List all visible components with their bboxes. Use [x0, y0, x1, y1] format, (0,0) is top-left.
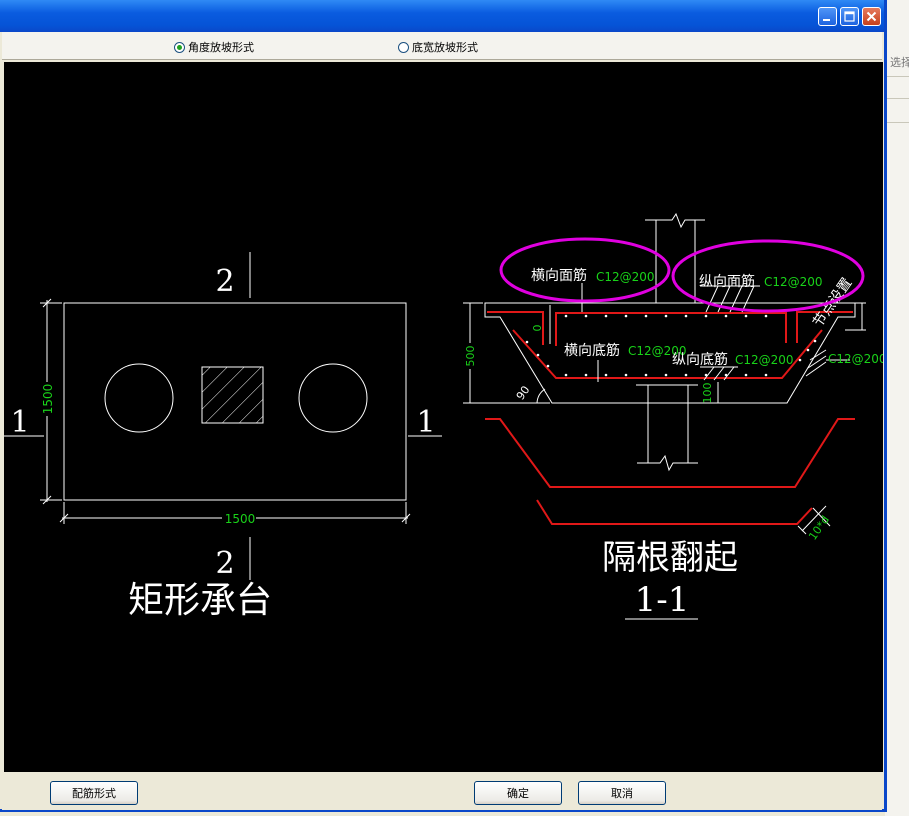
maximize-icon — [844, 11, 855, 22]
dialog-window: 角度放坡形式 底宽放坡形式 2 — [0, 0, 887, 812]
dim-100-text: 100 — [701, 383, 714, 404]
title-bar[interactable] — [0, 0, 884, 32]
close-button[interactable] — [862, 7, 881, 26]
dimension-thickness: 500 — [463, 302, 550, 404]
dimension-100: 100 — [701, 382, 719, 404]
angle-slope-radio[interactable]: 角度放坡形式 — [174, 39, 254, 55]
cap-section-outline — [484, 302, 856, 404]
ok-button[interactable]: 确定 — [474, 781, 562, 805]
background-window-text: 选择 — [890, 56, 909, 69]
section-mark-top: 2 — [215, 264, 234, 299]
dimension-height: 1500 — [40, 298, 62, 505]
leader-bottom-longitudinal — [700, 366, 738, 381]
section-mark-bottom: 2 — [215, 546, 234, 581]
bottom-rebar — [512, 329, 823, 379]
rebar-dots — [525, 314, 817, 377]
bottom-width-slope-radio[interactable]: 底宽放坡形式 — [398, 39, 478, 55]
dimension-anchor — [797, 505, 831, 535]
maximize-button[interactable] — [840, 7, 859, 26]
highlight-longitudinal-top — [671, 239, 865, 313]
leader-side — [805, 349, 850, 377]
radio-checked-icon — [174, 41, 185, 53]
minimize-button[interactable] — [818, 7, 837, 26]
section-view: 500 0 90 100 — [463, 212, 883, 620]
bottom-width-slope-label: 底宽放坡形式 — [412, 41, 478, 54]
background-divider — [885, 122, 909, 123]
cap-drawing: 2 2 1 1 1500 — [4, 212, 883, 621]
value-bottom-longitudinal: C12@200 — [735, 353, 794, 367]
close-icon — [866, 11, 877, 22]
label-bottom-longitudinal: 纵向底筋 — [672, 351, 728, 368]
dim-width-text: 1500 — [225, 512, 256, 526]
minimize-icon — [823, 19, 830, 21]
label-top-longitudinal: 纵向面筋 — [699, 273, 755, 290]
pile-left — [104, 363, 174, 433]
angle-arc — [536, 388, 546, 404]
column-hatched — [201, 366, 264, 424]
dimension-zero: 0 — [531, 305, 551, 344]
dim-height-text: 1500 — [41, 384, 55, 415]
label-top-transverse: 横向面筋 — [531, 267, 587, 284]
dim-thickness-text: 500 — [464, 346, 477, 367]
value-top-longitudinal: C12@200 — [764, 275, 823, 289]
dim-anchor-text: 10*d — [806, 513, 832, 542]
top-rebar — [555, 312, 787, 346]
radio-unchecked-icon — [398, 41, 409, 53]
dimension-width: 1500 — [59, 502, 411, 526]
pile-break-bottom — [637, 454, 698, 472]
top-rebar-right-hook — [796, 311, 853, 343]
section-label: 1-1 — [635, 580, 690, 620]
dim-angle-text: 90 — [514, 384, 533, 403]
label-bottom-transverse: 横向底筋 — [564, 342, 620, 359]
rebar-form-button[interactable]: 配筋形式 — [50, 781, 138, 805]
slope-option-bar: 角度放坡形式 底宽放坡形式 — [2, 32, 882, 60]
plan-caption: 矩形承台 — [128, 580, 272, 621]
angle-slope-label: 角度放坡形式 — [188, 41, 254, 54]
column-break-top — [645, 212, 705, 229]
section-mark-left: 1 — [10, 405, 29, 440]
rebar-detail-2 — [536, 499, 813, 525]
rebar-detail-1 — [485, 418, 855, 488]
highlight-transverse-top — [499, 237, 671, 303]
section-mark-right: 1 — [416, 405, 435, 440]
cancel-button[interactable]: 取消 — [578, 781, 666, 805]
cap-outline — [63, 302, 407, 501]
dim-zero-text: 0 — [531, 325, 544, 332]
background-divider — [885, 76, 909, 77]
value-top-transverse: C12@200 — [596, 270, 655, 284]
background-window-edge: 选择 — [885, 0, 909, 816]
plan-view: 2 2 1 1 1500 — [4, 252, 442, 621]
value-side: C12@200 — [828, 352, 883, 366]
button-bar: 配筋形式 确定 取消 — [2, 772, 882, 810]
top-rebar-left-hook — [487, 311, 544, 345]
background-divider — [885, 98, 909, 99]
leader-top-longitudinal — [700, 285, 760, 313]
section-caption: 隔根翻起 — [602, 538, 738, 578]
value-bottom-transverse: C12@200 — [628, 344, 687, 358]
pile-right — [298, 363, 368, 433]
drawing-canvas: 2 2 1 1 1500 — [4, 62, 883, 772]
